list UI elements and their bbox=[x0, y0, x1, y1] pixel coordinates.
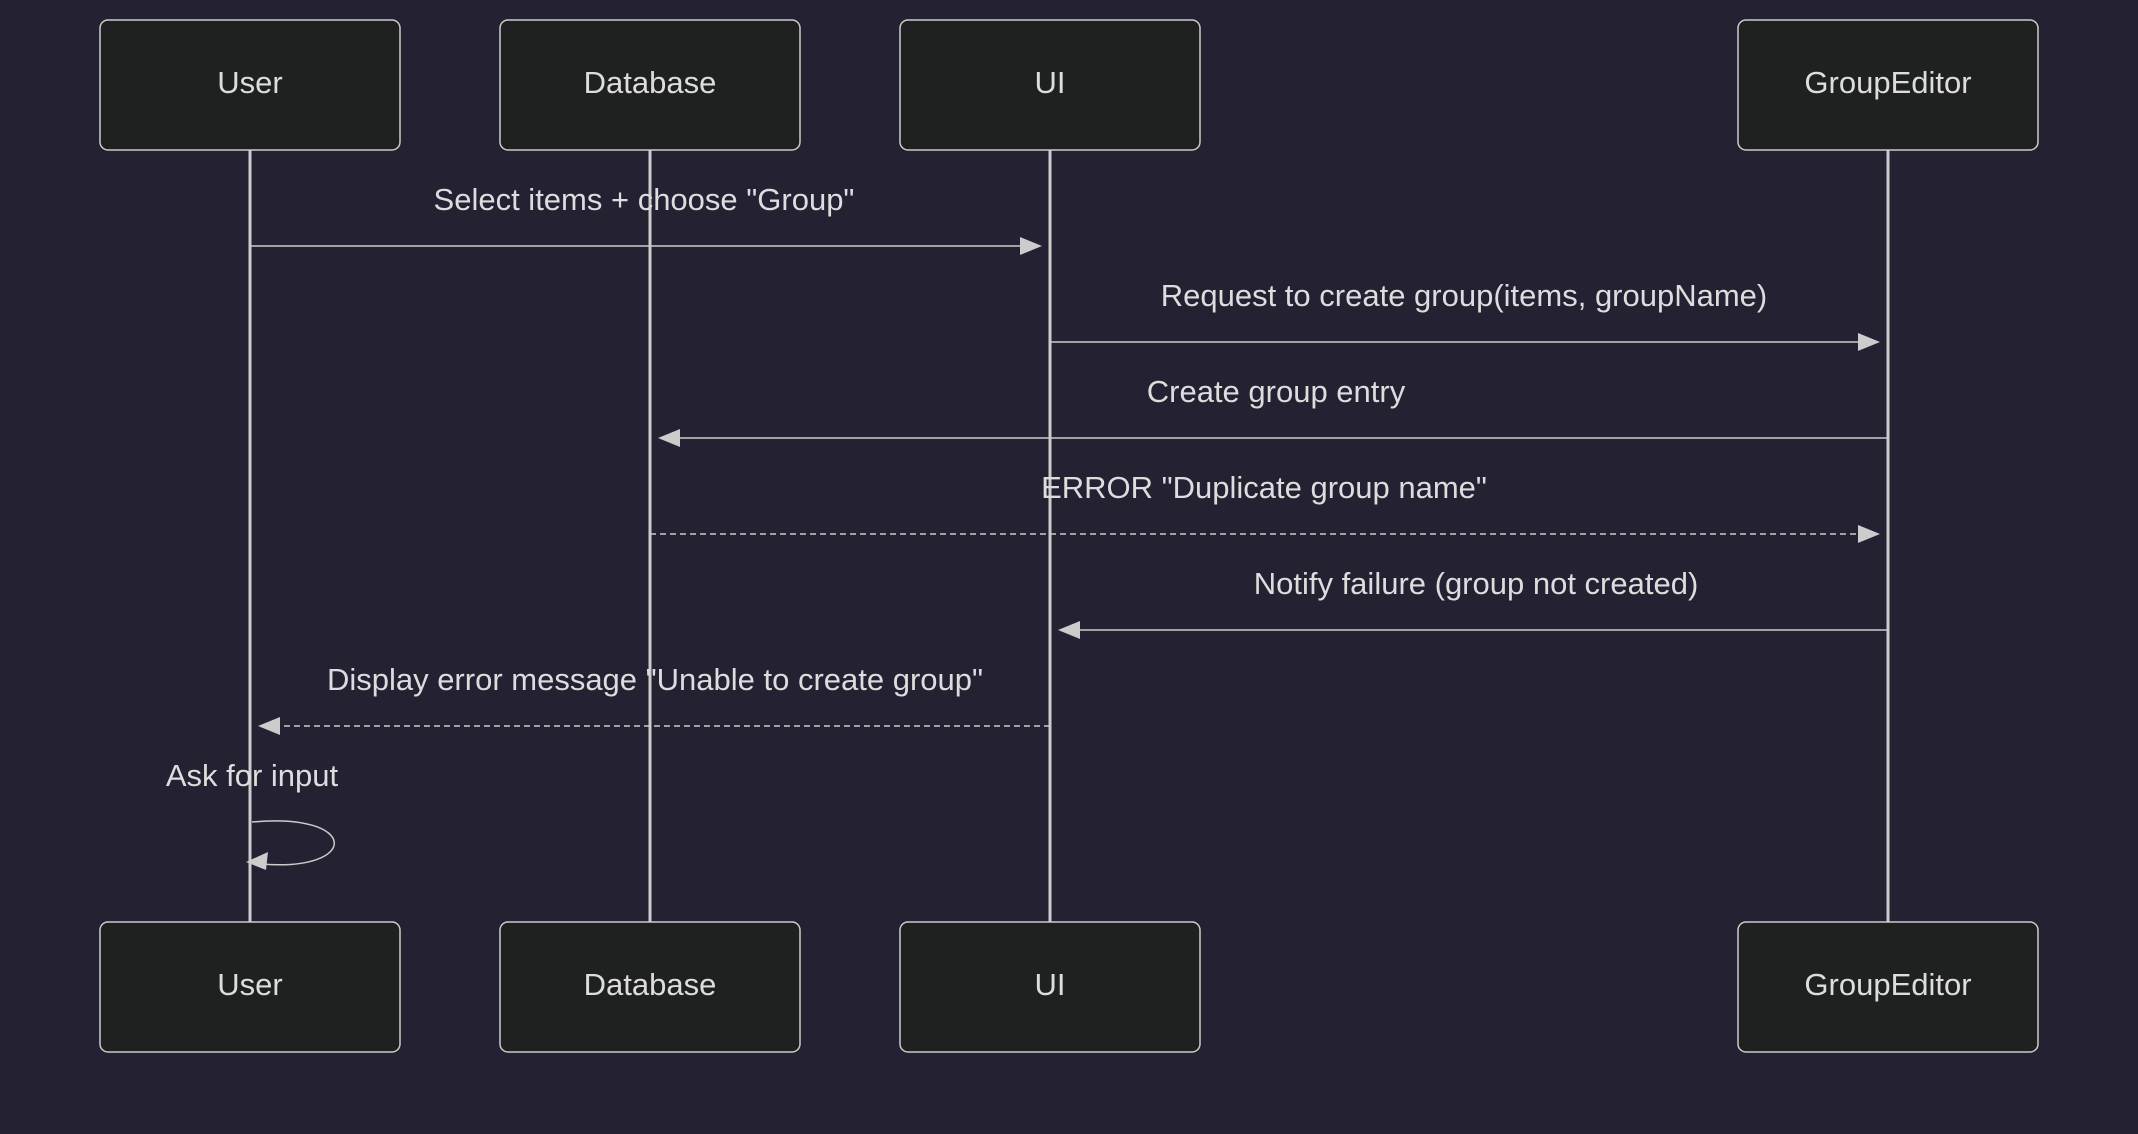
message-label: Create group entry bbox=[1147, 374, 1406, 409]
message-label: Display error message "Unable to create … bbox=[327, 662, 983, 697]
actor-bottom-user: User bbox=[99, 921, 401, 1053]
actor-top-ui: UI bbox=[899, 19, 1201, 151]
message-display-error: Display error message "Unable to create … bbox=[258, 662, 1050, 735]
actor-label: UI bbox=[1035, 967, 1066, 1002]
actor-label: UI bbox=[1035, 65, 1066, 100]
arrow-head bbox=[1020, 237, 1042, 255]
actor-label: GroupEditor bbox=[1804, 65, 1971, 100]
message-error-duplicate: ERROR "Duplicate group name" bbox=[650, 470, 1880, 543]
actor-bottom-database: Database bbox=[499, 921, 801, 1053]
actor-label: Database bbox=[584, 65, 717, 100]
actor-bottom-ui: UI bbox=[899, 921, 1201, 1053]
actor-label: User bbox=[217, 65, 282, 100]
message-select-items: Select items + choose "Group" bbox=[250, 182, 1042, 255]
message-ask-for-input: Ask for input bbox=[166, 758, 339, 870]
self-message-loop bbox=[251, 820, 335, 866]
message-label: Select items + choose "Group" bbox=[434, 182, 855, 217]
actor-label: User bbox=[217, 967, 282, 1002]
message-label: ERROR "Duplicate group name" bbox=[1041, 470, 1487, 505]
arrow-head bbox=[1858, 525, 1880, 543]
message-label: Request to create group(items, groupName… bbox=[1161, 278, 1768, 313]
arrow-head bbox=[246, 852, 268, 870]
arrow-head bbox=[258, 717, 280, 735]
message-label: Notify failure (group not created) bbox=[1254, 566, 1699, 601]
arrow-head bbox=[1858, 333, 1880, 351]
message-request-create-group: Request to create group(items, groupName… bbox=[1050, 278, 1880, 351]
message-notify-failure: Notify failure (group not created) bbox=[1058, 566, 1888, 639]
actor-label: Database bbox=[584, 967, 717, 1002]
arrow-head bbox=[1058, 621, 1080, 639]
actor-top-user: User bbox=[99, 19, 401, 151]
arrow-head bbox=[658, 429, 680, 447]
message-create-group-entry: Create group entry bbox=[658, 374, 1888, 447]
actor-top-groupeditor: GroupEditor bbox=[1737, 19, 2039, 151]
actor-label: GroupEditor bbox=[1804, 967, 1971, 1002]
message-label: Ask for input bbox=[166, 758, 339, 793]
actor-top-database: Database bbox=[499, 19, 801, 151]
actor-bottom-groupeditor: GroupEditor bbox=[1737, 921, 2039, 1053]
